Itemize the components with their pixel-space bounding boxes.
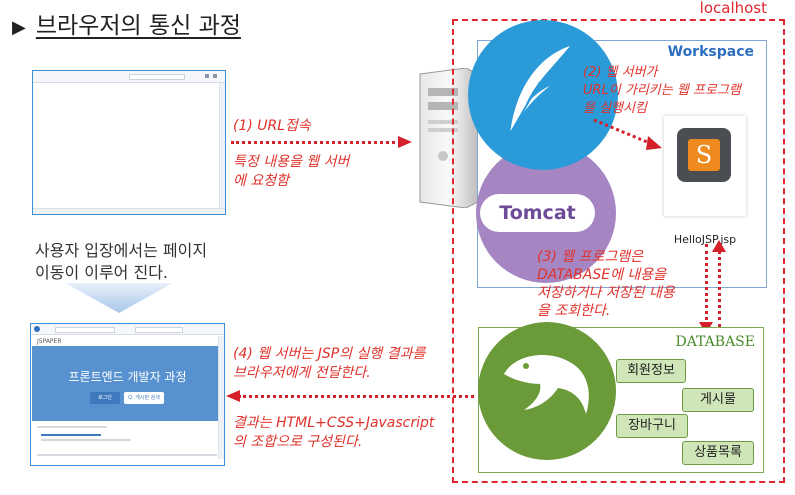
table-cart: 장바구니	[616, 414, 688, 438]
breadcrumb	[37, 426, 107, 428]
table-posts: 게시물	[682, 388, 754, 412]
localhost-label: localhost	[699, 0, 767, 17]
mysql-circle	[478, 322, 616, 460]
browser-window-blank	[32, 70, 226, 215]
table-products: 상품목록	[682, 441, 754, 465]
step2-label: (2) 웹 서버가 URL이 가리키는 웹 프로그램 을 실행시킴	[583, 65, 741, 116]
arrowhead-up-icon	[712, 240, 726, 252]
site-brand: JSPAPER	[37, 338, 62, 345]
step4-arrow	[238, 395, 474, 398]
step2-arrow	[593, 118, 662, 150]
list-item	[41, 439, 131, 441]
dolphin-icon	[504, 355, 589, 414]
transition-arrow	[65, 283, 173, 313]
workspace-label: Workspace	[667, 44, 754, 60]
arrowhead-left-icon	[226, 390, 240, 402]
feather-icon	[509, 46, 570, 135]
horizontal-scrollbar	[33, 208, 225, 214]
hero-banner: 프론트엔드 개발자 과정 로그인 Q. 게시판 검색	[32, 346, 223, 421]
hero-button-login: 로그인	[90, 392, 120, 404]
browser-toolbar	[33, 71, 225, 83]
step3-arrow-up	[718, 250, 721, 328]
step3-arrow-down	[705, 244, 708, 326]
address-bar	[129, 74, 185, 80]
step1-description: 특정 내용을 웹 서버 에 요청함	[233, 154, 350, 189]
localhost-boundary: localhost	[452, 0, 785, 483]
arrowhead-icon	[398, 136, 412, 148]
footer-nav	[37, 454, 217, 456]
step4-label: (4) 웹 서버는 JSP의 실행 결과를 브라우저에게 전달한다.	[233, 346, 426, 381]
jsp-file-card: S HelloJSP.jsp	[664, 116, 746, 246]
home-icon	[205, 74, 209, 78]
hero-button-search: Q. 게시판 검색	[124, 392, 164, 404]
server-icon	[419, 68, 478, 208]
tomcat-label: Tomcat	[480, 194, 595, 232]
settings-icon	[213, 74, 217, 78]
transition-description: 사용자 입장에서는 페이지 이동이 이루어 진다.	[35, 241, 208, 282]
vertical-scrollbar	[218, 336, 224, 459]
list-item	[41, 434, 101, 436]
tab-title	[135, 327, 183, 333]
database-label: DATABASE	[675, 334, 755, 350]
table-members: 회원정보	[616, 359, 686, 383]
sublime-text-icon: S	[677, 128, 731, 182]
page-title: ▶브라우저의 통신 과정	[12, 13, 241, 39]
browser-window-result: JSPAPER 프론트엔드 개발자 과정 로그인 Q. 게시판 검색	[30, 323, 225, 466]
play-triangle-icon: ▶	[12, 17, 26, 38]
step4-description: 결과는 HTML+CSS+Javascript 의 조합으로 구성된다.	[233, 415, 435, 450]
step1-label: (1) URL접속	[233, 118, 311, 134]
hero-title: 프론트엔드 개발자 과정	[68, 370, 187, 384]
browser-toolbar	[31, 324, 224, 335]
back-icon	[34, 326, 40, 332]
vertical-scrollbar	[219, 83, 225, 208]
web-server-circle	[468, 20, 618, 170]
address-bar	[55, 327, 115, 333]
step1-arrow	[231, 141, 401, 144]
step3-label: (3) 웹 프로그램은 DATABASE에 내용을 저장하거나 저장된 내용 을…	[537, 249, 675, 319]
